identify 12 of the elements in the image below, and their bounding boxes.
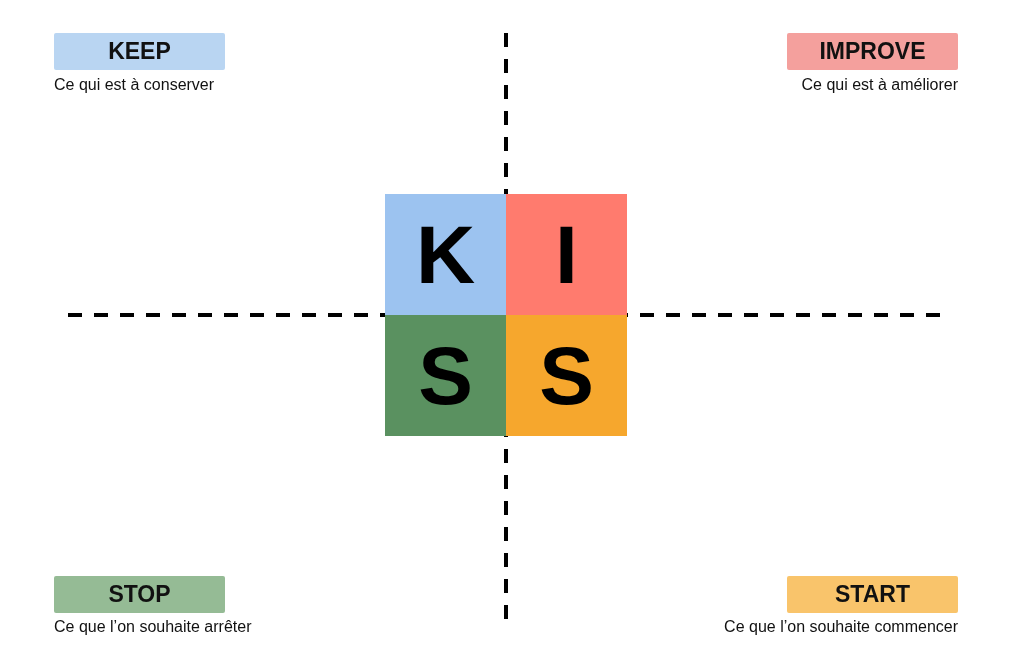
quadrant-tag: START — [787, 576, 958, 613]
letter-tile: S — [385, 315, 506, 436]
letter-tile: S — [506, 315, 627, 436]
quadrant-tag: KEEP — [54, 33, 225, 70]
quadrant-tag: IMPROVE — [787, 33, 958, 70]
letter-tile: I — [506, 194, 627, 315]
quadrant-caption: Ce qui est à conserver — [54, 76, 215, 94]
quadrant-tag: STOP — [54, 576, 225, 613]
quadrant-caption: Ce qui est à améliorer — [801, 76, 958, 94]
quadrant-caption: Ce que l’on souhaite commencer — [724, 618, 958, 636]
letter-tile: K — [385, 194, 506, 315]
quadrant-caption: Ce que l’on souhaite arrêter — [54, 618, 252, 636]
